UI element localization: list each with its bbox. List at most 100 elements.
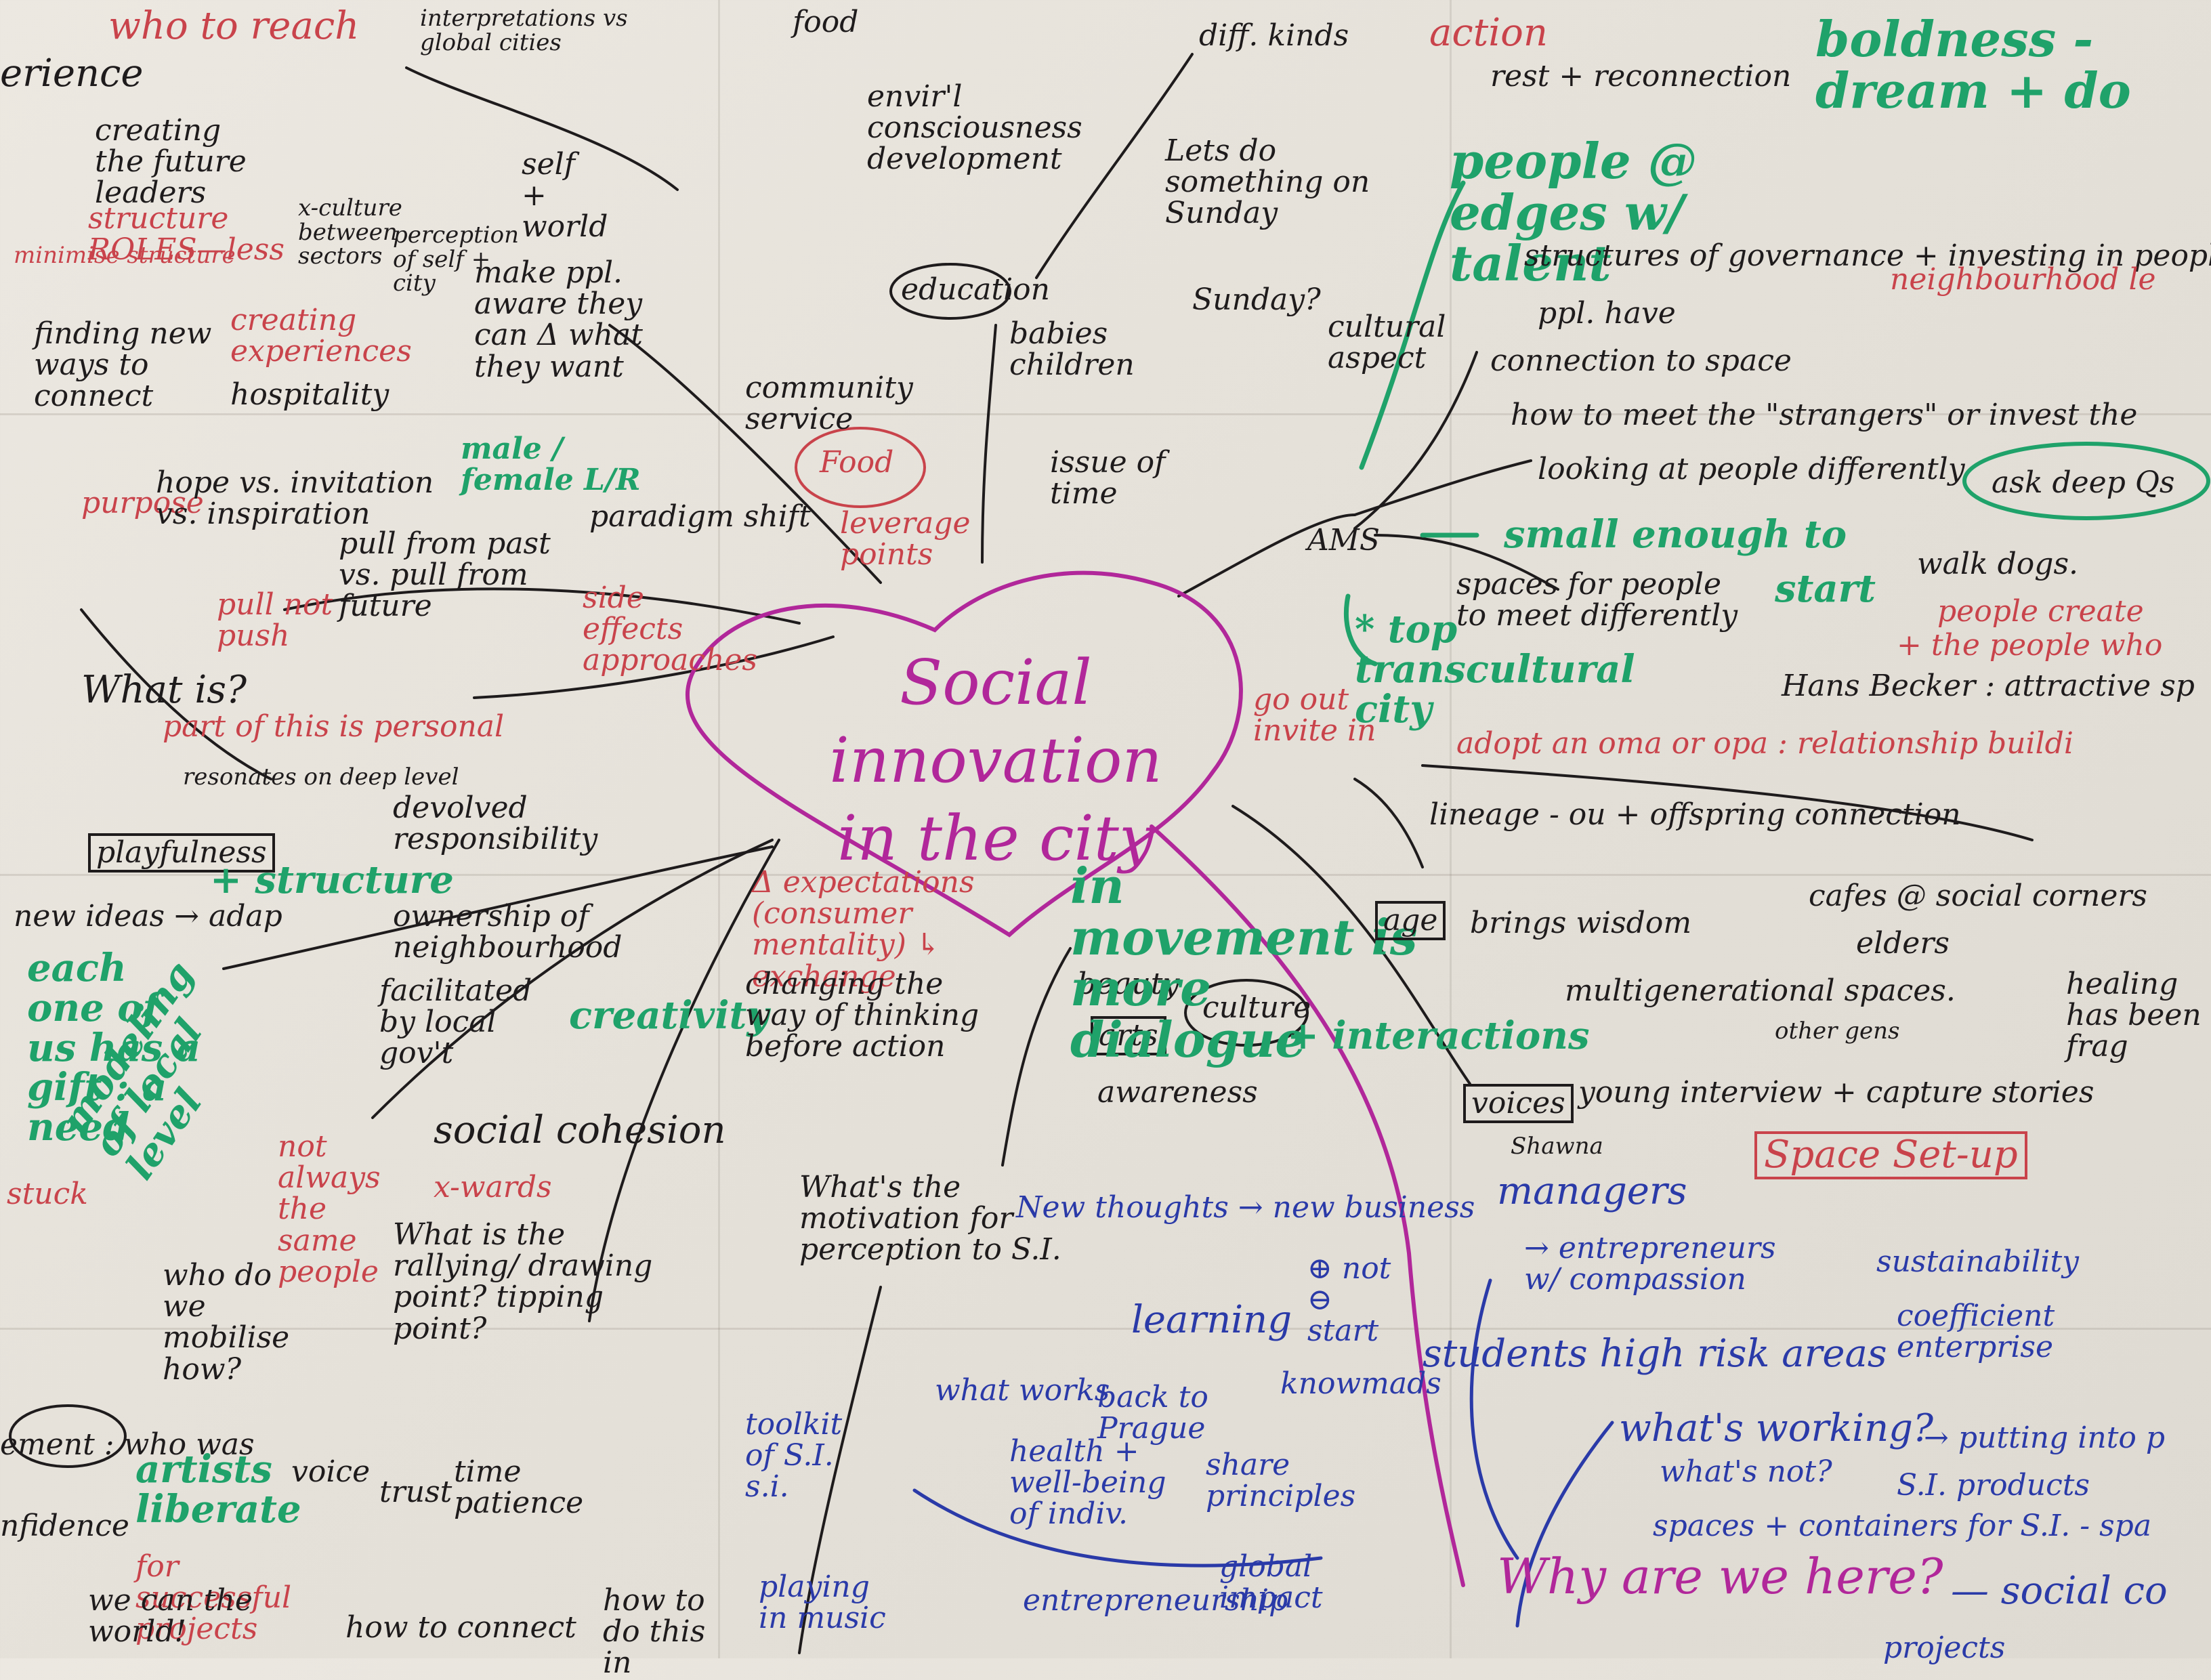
note: not always the same people xyxy=(278,1129,381,1289)
note: Lets do something on Sunday xyxy=(1165,133,1370,231)
note: for successful projects xyxy=(135,1549,292,1647)
note: brings wisdom xyxy=(1470,906,1692,940)
note: What is? xyxy=(81,668,247,712)
note: finding new ways to connect xyxy=(34,316,212,414)
note: resonates on deep level xyxy=(183,763,459,791)
note: self + world xyxy=(522,147,608,245)
note: erience xyxy=(0,51,144,96)
note: what's not? xyxy=(1660,1454,1832,1489)
note: in movement is more dialogue xyxy=(1070,857,1418,1068)
note: toolkit of S.I. s.i. xyxy=(745,1407,843,1505)
paper-fold xyxy=(718,0,720,1658)
note: who to reach xyxy=(108,4,360,48)
note: ask deep Qs xyxy=(1992,465,2175,500)
paper-fold xyxy=(0,874,2211,876)
note: New thoughts → new business xyxy=(1016,1190,1475,1225)
note: small enough to xyxy=(1504,512,1847,557)
note: arts xyxy=(1091,1016,1166,1056)
note: + the people who xyxy=(1897,628,2163,663)
note: leverage points xyxy=(840,506,971,572)
note: make ppl. aware they can Δ what they wan… xyxy=(474,255,643,384)
note: — social co xyxy=(1951,1569,2168,1613)
note: minimise structure xyxy=(14,242,236,269)
paper-fold xyxy=(1450,0,1452,1658)
note: what works xyxy=(935,1373,1110,1408)
note: ownership of neighbourhood xyxy=(393,899,623,965)
note: health + well-being of indiv. xyxy=(1009,1434,1166,1532)
note: awareness xyxy=(1097,1075,1258,1110)
note: neighbourhood le xyxy=(1890,262,2156,297)
note: looking at people differently xyxy=(1538,452,1965,486)
note: purpose xyxy=(81,486,204,520)
note: stuck xyxy=(7,1177,88,1211)
note: back to Prague xyxy=(1097,1380,1208,1446)
note: community service xyxy=(745,371,913,437)
note: creativity xyxy=(569,993,769,1038)
note: changing the way of thinking before acti… xyxy=(745,967,980,1064)
note: adopt an oma or opa : relationship build… xyxy=(1456,726,2073,761)
note: ppl. have xyxy=(1538,296,1676,331)
central-topic-line-1: Social innovation xyxy=(829,646,1162,797)
note: perception of self + city xyxy=(393,222,519,297)
note: who do we mobilise how? xyxy=(163,1258,290,1387)
note: food xyxy=(793,5,859,39)
note: part of this is personal xyxy=(163,709,505,744)
note: x-wards xyxy=(434,1170,552,1204)
note: healing has been frag xyxy=(2066,967,2202,1064)
note: Δ expectations (consumer mentality) ↳ ex… xyxy=(752,865,975,994)
note: other gens xyxy=(1775,1017,1900,1045)
note: go out invite in xyxy=(1253,682,1376,749)
note: coefficient enterprise xyxy=(1897,1299,2055,1365)
note: playfulness xyxy=(88,833,275,873)
note: artists liberate xyxy=(135,1447,301,1532)
note: rest + reconnection xyxy=(1490,59,1792,93)
note: playing in music xyxy=(759,1570,886,1636)
paper-fold xyxy=(0,1328,2211,1330)
note: elders xyxy=(1856,926,1950,961)
note: male / female L/R xyxy=(461,432,641,498)
note: * top transcultural city xyxy=(1355,607,1635,732)
note: interpretations vs global cities xyxy=(420,5,628,56)
note: → entrepreneurs w/ compassion xyxy=(1524,1231,1776,1297)
central-topic-line-2: in the city xyxy=(837,802,1154,875)
note: connection to space xyxy=(1490,343,1792,378)
note: facilitated by local gov't xyxy=(379,973,532,1071)
note: start xyxy=(1775,566,1876,611)
note: nfidence xyxy=(0,1509,129,1543)
note: cafes @ social corners xyxy=(1809,879,2147,913)
note: Food xyxy=(820,445,894,480)
note: how to connect xyxy=(345,1610,576,1645)
note: projects xyxy=(1883,1631,2006,1665)
note: how to meet the "strangers" or invest th… xyxy=(1511,398,2138,432)
note: sustainability xyxy=(1876,1244,2079,1279)
note: culture xyxy=(1202,990,1311,1025)
paper-fold xyxy=(0,413,2211,415)
note: share principles xyxy=(1206,1448,1356,1514)
note: beauty xyxy=(1077,967,1180,1001)
note: Why are we here? xyxy=(1497,1548,1943,1605)
note: x-culture between sectors xyxy=(298,194,402,270)
note: boldness - dream + do xyxy=(1815,10,2131,119)
note: age xyxy=(1375,901,1446,941)
note: trust xyxy=(379,1475,452,1509)
note: managers xyxy=(1497,1169,1687,1213)
note: creating experiences xyxy=(230,303,412,369)
note: global impact xyxy=(1219,1549,1323,1616)
note: devolved responsibility xyxy=(393,791,598,857)
note: envir'l consciousness development xyxy=(867,79,1082,177)
note: learning xyxy=(1131,1298,1292,1342)
note: pull not push xyxy=(217,587,333,654)
note: + interactions xyxy=(1287,1013,1590,1058)
note: young interview + capture stories xyxy=(1578,1075,2094,1110)
note: Sunday? xyxy=(1192,282,1321,317)
note: people create xyxy=(1937,594,2144,629)
note: hope vs. invitation vs. inspiration xyxy=(156,465,434,532)
note: side effects approaches xyxy=(583,581,757,678)
note: issue of time xyxy=(1050,445,1166,511)
note: ement : who was xyxy=(0,1427,255,1462)
note: → putting into p xyxy=(1924,1421,2166,1455)
note: AMS xyxy=(1307,523,1380,558)
note: spaces + containers for S.I. - spa xyxy=(1653,1509,2152,1543)
note: walk dogs. xyxy=(1917,547,2079,581)
